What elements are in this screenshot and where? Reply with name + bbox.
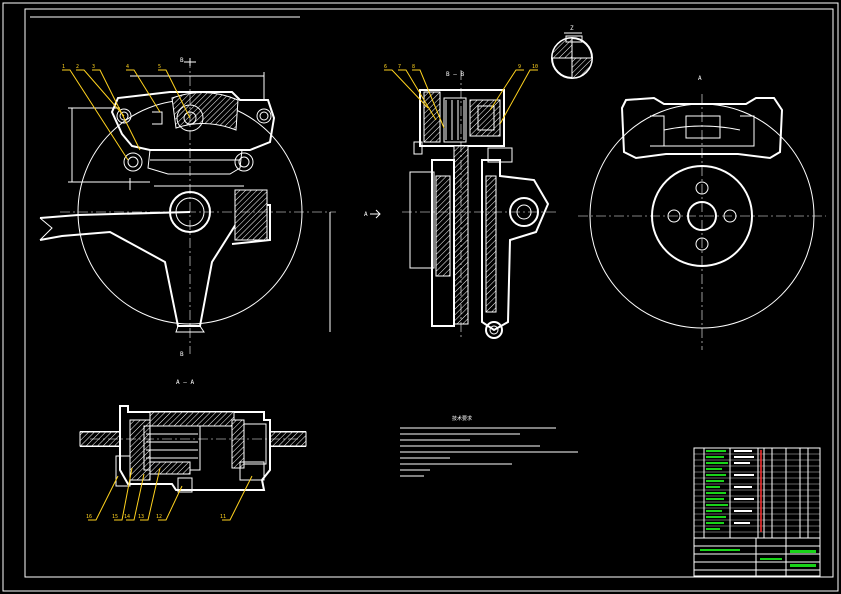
part-label-1: 1 bbox=[62, 64, 65, 70]
part-label-14: 14 bbox=[124, 514, 130, 520]
detail-z: Z bbox=[551, 25, 593, 79]
section-bb-view: B — B A 6 7 8 9 bbox=[364, 64, 556, 340]
part-label-16: 16 bbox=[86, 514, 92, 520]
view-arrow-label: A bbox=[364, 211, 368, 218]
section-bb-title: B — B bbox=[446, 71, 464, 78]
side-view: A bbox=[578, 75, 826, 350]
inner-frame bbox=[24, 8, 834, 578]
part-label-3: 3 bbox=[92, 64, 95, 70]
part-label-7: 7 bbox=[398, 64, 401, 70]
part-label-10: 10 bbox=[532, 64, 538, 70]
technical-requirements: 技术要求 bbox=[400, 415, 578, 477]
section-aa-view: A — A 16 15 14 13 12 11 bbox=[79, 379, 307, 521]
part-label-12: 12 bbox=[156, 514, 162, 520]
front-view: B B 1 2 3 4 5 bbox=[39, 57, 336, 358]
part-label-5: 5 bbox=[158, 64, 161, 70]
part-label-15: 15 bbox=[112, 514, 118, 520]
part-label-2: 2 bbox=[76, 64, 79, 70]
section-aa-title: A — A bbox=[176, 379, 194, 386]
part-label-4: 4 bbox=[126, 64, 129, 70]
part-label-13: 13 bbox=[138, 514, 144, 520]
cut-mark-bottom: B bbox=[180, 351, 184, 358]
part-label-6: 6 bbox=[384, 64, 387, 70]
side-view-label: A bbox=[698, 75, 702, 82]
part-label-9: 9 bbox=[518, 64, 521, 70]
detail-z-title: Z bbox=[570, 25, 574, 32]
title-block bbox=[693, 447, 821, 577]
part-label-8: 8 bbox=[412, 64, 415, 70]
tech-requirements-title: 技术要求 bbox=[452, 415, 472, 422]
part-label-11: 11 bbox=[220, 514, 226, 520]
cut-mark-top: B bbox=[180, 57, 184, 64]
